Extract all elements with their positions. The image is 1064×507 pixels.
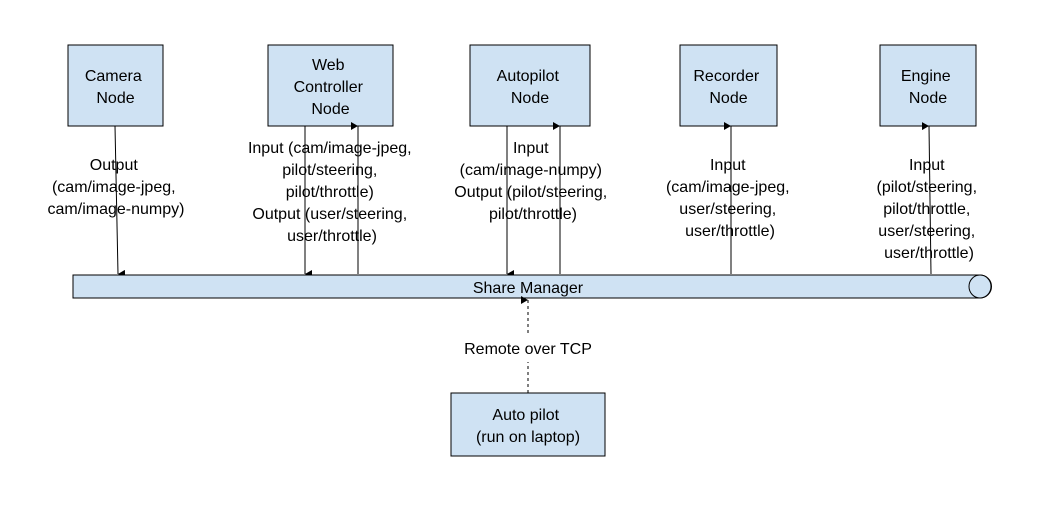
web-controller-node: Web Controller Node (267, 44, 394, 127)
autopilot-io-label: Input (cam/image-numpy) Output (pilot/st… (454, 140, 611, 223)
recorder-input-label: Input (cam/image-jpeg, user/steering, us… (666, 157, 794, 240)
engine-input-label: Input (pilot/steering, pilot/throttle, u… (877, 157, 982, 262)
remote-tcp-label: Remote over TCP (464, 341, 592, 358)
autopilot-node: Autopilot Node (469, 44, 591, 127)
laptop-autopilot-node-label: Auto pilot (run on laptop) (476, 407, 580, 446)
camera-node-label: Camera Node (85, 68, 146, 107)
web-controller-node-label: Web Controller Node (294, 57, 368, 118)
bus-end-cap (968, 274, 992, 299)
camera-output-arrow (114, 125, 126, 278)
recorder-node-label: Recorder Node (693, 68, 763, 107)
share-manager-label: Share Manager (473, 280, 584, 297)
camera-output-label: Output (cam/image-jpeg, cam/image-numpy) (48, 157, 185, 218)
engine-node-label: Engine Node (901, 68, 955, 107)
laptop-autopilot-node: Auto pilot (run on laptop) (450, 392, 606, 457)
recorder-node: Recorder Node (679, 44, 778, 127)
share-manager-bus: Share Manager (72, 274, 992, 299)
autopilot-node-label: Autopilot Node (497, 68, 564, 107)
camera-node: Camera Node (67, 44, 164, 127)
web-controller-io-label: Input (cam/image-jpeg, pilot/steering, p… (248, 140, 416, 245)
remote-label-background (436, 336, 620, 362)
engine-node: Engine Node (879, 44, 977, 127)
engine-input-arrow (921, 122, 932, 275)
